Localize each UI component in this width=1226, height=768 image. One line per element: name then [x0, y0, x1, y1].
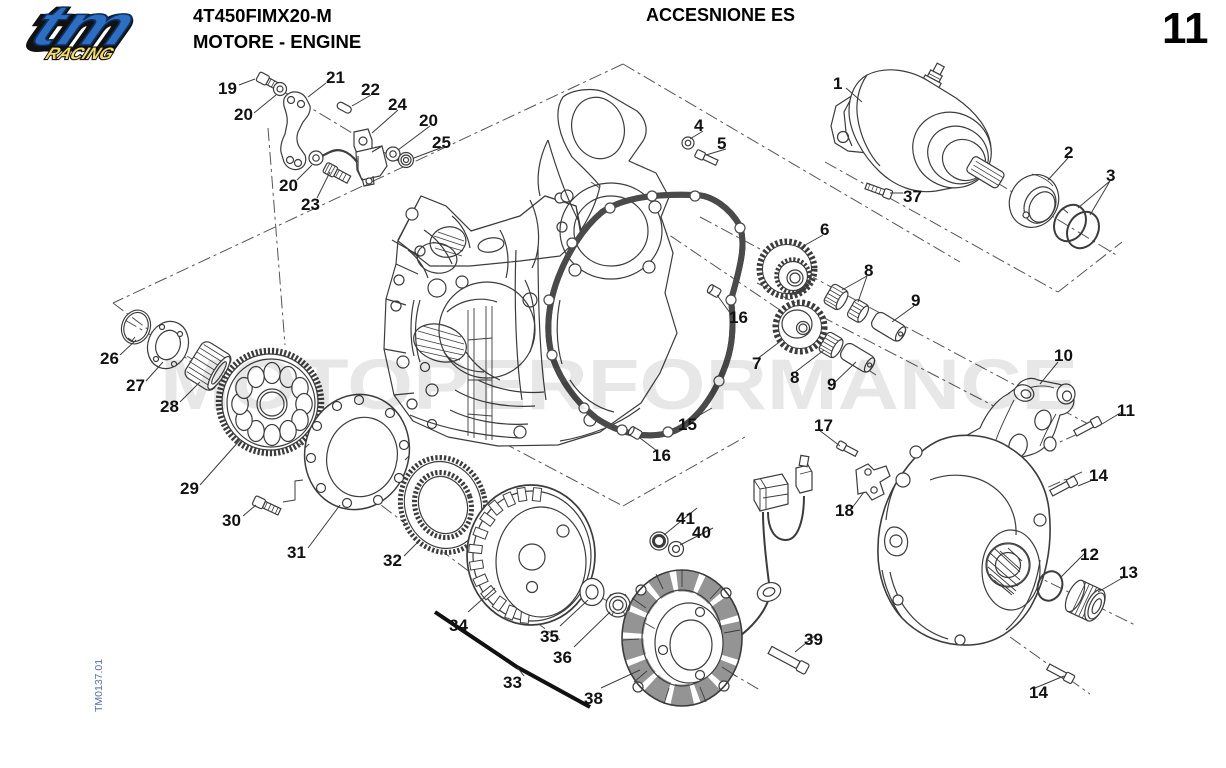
svg-text:8: 8 — [864, 261, 873, 280]
svg-text:24: 24 — [388, 95, 407, 114]
svg-text:18: 18 — [835, 501, 854, 520]
svg-text:26: 26 — [100, 349, 119, 368]
svg-text:39: 39 — [804, 630, 823, 649]
svg-text:20: 20 — [419, 111, 438, 130]
svg-text:5: 5 — [717, 134, 726, 153]
svg-text:6: 6 — [820, 220, 829, 239]
svg-text:21: 21 — [326, 68, 345, 87]
svg-text:11: 11 — [1117, 401, 1135, 420]
svg-text:29: 29 — [180, 479, 199, 498]
svg-text:2: 2 — [1064, 143, 1073, 162]
svg-text:13: 13 — [1119, 563, 1138, 582]
svg-text:14: 14 — [1029, 683, 1048, 702]
svg-text:19: 19 — [218, 79, 237, 98]
svg-text:1: 1 — [833, 74, 842, 93]
svg-text:35: 35 — [540, 627, 559, 646]
svg-text:32: 32 — [383, 551, 402, 570]
svg-text:MOTOPERFORMANCE: MOTOPERFORMANCE — [160, 345, 1078, 425]
svg-text:15: 15 — [678, 415, 697, 434]
svg-text:27: 27 — [126, 376, 145, 395]
svg-text:tm: tm — [22, 2, 144, 60]
svg-text:16: 16 — [652, 446, 671, 465]
svg-text:38: 38 — [584, 689, 603, 708]
svg-text:34: 34 — [449, 616, 468, 635]
svg-text:36: 36 — [553, 648, 572, 667]
svg-text:14: 14 — [1089, 466, 1108, 485]
svg-text:RACING: RACING — [43, 44, 117, 63]
svg-text:31: 31 — [287, 543, 306, 562]
svg-text:10: 10 — [1054, 346, 1073, 365]
svg-text:3: 3 — [1106, 166, 1115, 185]
svg-text:12: 12 — [1080, 545, 1099, 564]
svg-text:20: 20 — [234, 105, 253, 124]
svg-text:17: 17 — [814, 416, 833, 435]
svg-text:8: 8 — [790, 368, 799, 387]
svg-text:33: 33 — [503, 673, 522, 692]
svg-text:25: 25 — [432, 133, 451, 152]
svg-text:4: 4 — [694, 116, 704, 135]
svg-text:9: 9 — [827, 375, 836, 394]
svg-text:37: 37 — [903, 187, 922, 206]
svg-text:28: 28 — [160, 397, 179, 416]
svg-text:22: 22 — [361, 80, 380, 99]
svg-text:40: 40 — [692, 523, 711, 542]
svg-text:20: 20 — [279, 176, 298, 195]
svg-text:7: 7 — [752, 354, 761, 373]
svg-text:9: 9 — [911, 291, 920, 310]
svg-text:41: 41 — [676, 509, 695, 528]
svg-text:23: 23 — [301, 195, 320, 214]
svg-text:30: 30 — [222, 511, 241, 530]
svg-text:16: 16 — [729, 308, 748, 327]
